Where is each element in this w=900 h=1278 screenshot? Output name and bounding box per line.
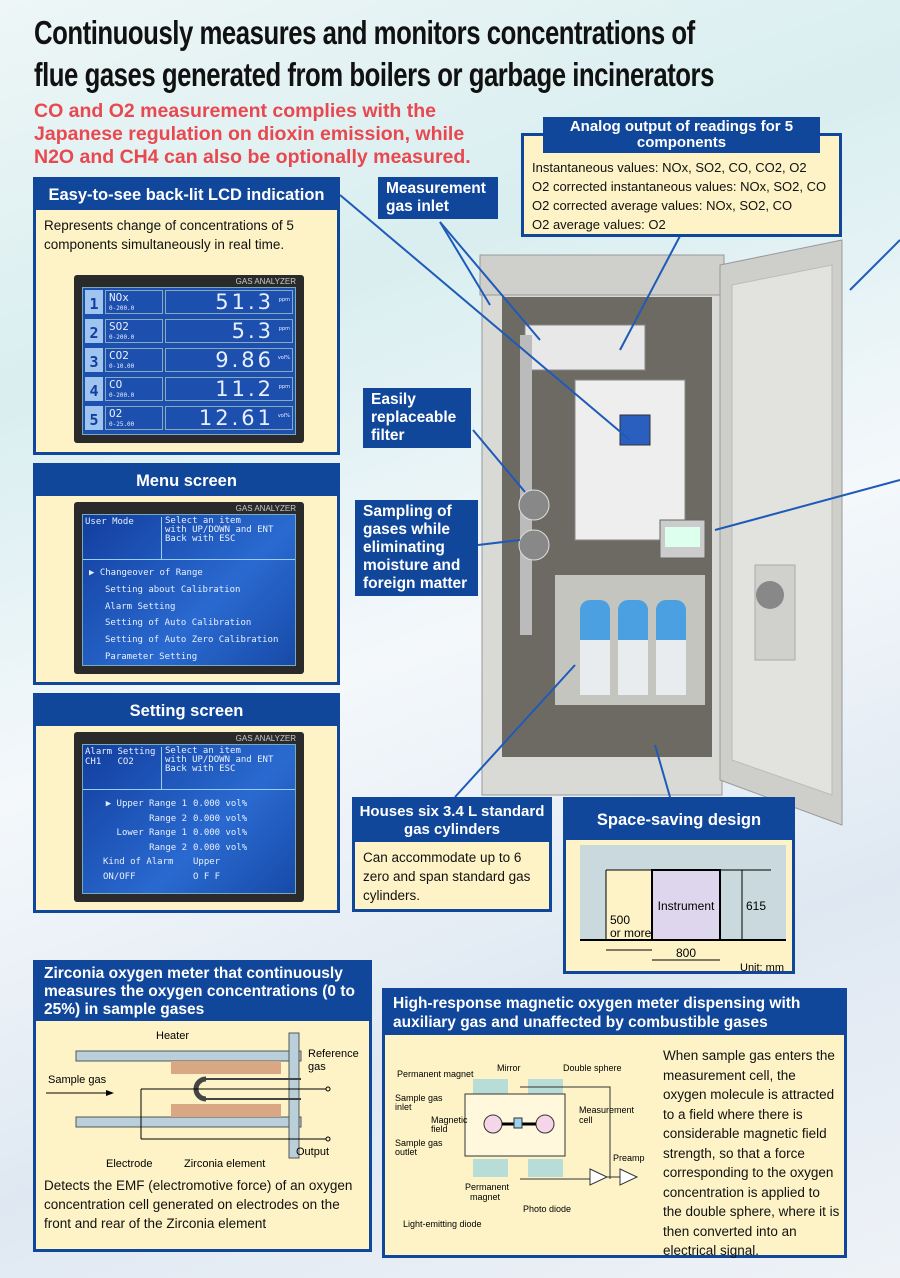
svg-text:gas: gas — [308, 1061, 326, 1073]
instrument-box — [651, 869, 721, 941]
setting-label: Lower Range 1 — [116, 828, 187, 838]
reference-gas-label: Reference — [308, 1048, 359, 1060]
setting-label: ON/OFF — [103, 871, 136, 882]
magnetic-description: When sample gas enters the measurement c… — [663, 1048, 840, 1258]
setting-value[interactable]: 0.000 vol% — [193, 828, 248, 838]
page-title: Continuously measures and monitors conce… — [34, 14, 714, 93]
svg-text:field: field — [431, 1124, 448, 1134]
permanent-magnet-label: Permanent magnet — [397, 1069, 474, 1079]
analyzer-unit — [574, 379, 686, 541]
permanent-magnet-bottom-label: Permanent — [465, 1182, 510, 1192]
space-saving-header: Space-saving design — [566, 800, 792, 840]
clearance-label-2: or more — [610, 926, 652, 940]
magnetic-panel: High-response magnetic oxygen meter disp… — [382, 988, 847, 1258]
menu-item[interactable]: ▶ Changeover of Range — [89, 568, 203, 578]
setting-screen: GAS ANALYZER Alarm Setting CH1 CO2 Selec… — [74, 732, 304, 902]
zirconia-panel: Zirconia oxygen meter that continuously … — [33, 960, 372, 1252]
menu-item[interactable]: Setting of Auto Zero Calibration — [105, 635, 279, 646]
svg-text:cell: cell — [579, 1115, 593, 1125]
setting-value[interactable]: 0.000 vol% — [193, 842, 248, 853]
instrument-label: Instrument — [658, 899, 715, 913]
cylinders-panel: Houses six 3.4 L standard gas cylinders … — [352, 797, 552, 912]
setting-label: Range 2 — [149, 813, 187, 824]
menu-screen-panel: Menu screen GAS ANALYZER User Mode Selec… — [33, 463, 340, 685]
analyzer-cabinet-photo — [479, 239, 843, 826]
setting-value[interactable]: 0.000 vol% — [193, 813, 248, 824]
electrode-label: Electrode — [106, 1158, 152, 1170]
analyzer-screen — [619, 414, 651, 446]
terminal-block — [524, 324, 646, 371]
zirconia-header: Zirconia oxygen meter that continuously … — [36, 963, 369, 1021]
menu-item[interactable]: Setting of Auto Calibration — [105, 618, 252, 629]
analog-line: Instantaneous values: NOx, SO2, CO, CO2,… — [532, 160, 807, 175]
preamp-label: Preamp — [613, 1153, 645, 1163]
sample-gas-label: Sample gas — [48, 1074, 107, 1086]
mirror-label: Mirror — [497, 1063, 521, 1073]
zirconia-diagram: Heater Reference gas Sample gas Electrod… — [46, 1030, 359, 1170]
analog-output-header: Analog output of readings for 5 componen… — [543, 117, 820, 153]
clearance-label: 500 — [610, 913, 630, 927]
cylinders-header: Houses six 3.4 L standard gas cylinders — [355, 800, 549, 842]
menu-item[interactable]: Alarm Setting — [105, 601, 176, 612]
double-sphere-label: Double sphere — [563, 1063, 622, 1073]
zirconia-element-label: Zirconia element — [184, 1158, 265, 1170]
svg-text:inlet: inlet — [395, 1102, 412, 1112]
inlet-callout: Measurement gas inlet — [378, 177, 498, 219]
magnetic-header: High-response magnetic oxygen meter disp… — [385, 991, 844, 1035]
output-label: Output — [296, 1146, 329, 1158]
analog-line: O2 corrected average values: NOx, SO2, C… — [532, 198, 793, 213]
filter-callout: Easily replaceable filter — [363, 388, 471, 448]
setting-value[interactable]: Upper — [193, 857, 221, 867]
setting-screen-panel: Setting screen GAS ANALYZER Alarm Settin… — [33, 693, 340, 913]
filter — [518, 489, 550, 521]
led-label: Light-emitting diode — [403, 1219, 482, 1229]
sample-gas-outlet-label: Sample gas — [395, 1138, 443, 1148]
setting-label: Kind of Alarm — [103, 857, 174, 867]
measurement-cell-label: Measurement — [579, 1105, 635, 1115]
menu-screen: GAS ANALYZER User Mode Select an item wi… — [74, 502, 304, 674]
setting-label[interactable]: ▶ Upper Range 1 — [105, 799, 187, 809]
width-label: 800 — [676, 946, 696, 960]
space-diagram: Instrument 615 500 or more 800 Unit: mm — [580, 845, 786, 974]
menu-item[interactable]: Parameter Setting — [105, 651, 198, 662]
subtitle: CO and O2 measurement complies with the … — [34, 100, 471, 168]
menu-item[interactable]: Setting about Calibration — [105, 584, 241, 595]
setting-label: Range 2 — [149, 842, 187, 853]
heater-label: Heater — [156, 1030, 189, 1042]
lcd-panel: Easy-to-see back-lit LCD indication Repr… — [33, 177, 340, 455]
lcd-header: Easy-to-see back-lit LCD indication — [36, 180, 337, 210]
cylinders-description: Can accommodate up to 6 zero and span st… — [363, 850, 531, 903]
setting-value[interactable]: 0.000 vol% — [193, 799, 248, 809]
depth-label: 615 — [746, 899, 766, 913]
analog-line: O2 average values: O2 — [532, 217, 666, 232]
sample-pipe — [520, 335, 532, 635]
magnetic-diagram: Permanent magnet Mirror Double sphere Sa… — [395, 1063, 645, 1229]
cabinet-roof — [479, 254, 725, 296]
setting-header: Setting screen — [36, 696, 337, 726]
magnetic-field-label: Magnetic — [431, 1115, 468, 1125]
svg-text:outlet: outlet — [395, 1147, 418, 1157]
lcd-description: Represents change of concentrations of 5… — [44, 218, 294, 252]
photo-diode-label: Photo diode — [523, 1204, 571, 1214]
analog-line: O2 corrected instantaneous values: NOx, … — [532, 179, 827, 194]
svg-text:magnet: magnet — [470, 1192, 501, 1202]
zirconia-description: Detects the EMF (electromotive force) of… — [44, 1178, 353, 1231]
menu-header: Menu screen — [36, 466, 337, 496]
sampling-callout: Sampling of gases while eliminating mois… — [355, 500, 478, 596]
setting-value[interactable]: O F F — [193, 871, 221, 882]
sample-gas-inlet-label: Sample gas — [395, 1093, 443, 1103]
space-saving-panel: Space-saving design Instrument 615 500 o… — [563, 797, 795, 974]
unit-label: Unit: mm — [740, 962, 784, 974]
